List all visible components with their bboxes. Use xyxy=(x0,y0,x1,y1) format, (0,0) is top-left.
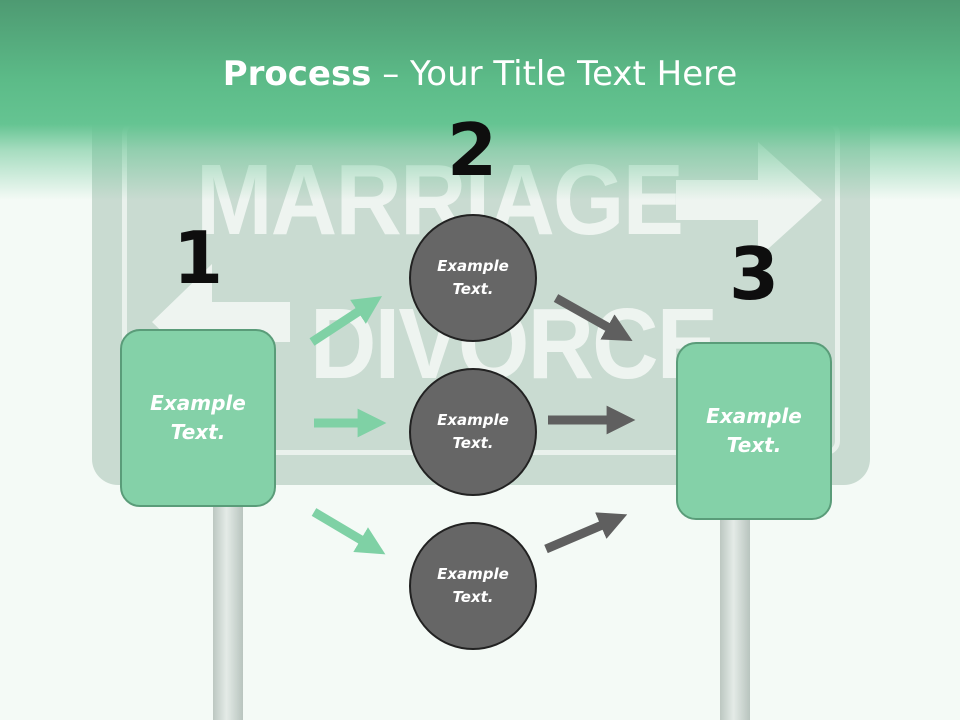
step-circle-top-label: Example Text. xyxy=(437,257,509,298)
step-box-left[interactable]: Example Text. xyxy=(120,329,276,507)
step-circle-bottom[interactable]: Example Text. xyxy=(409,522,537,650)
arrow-green-up xyxy=(309,296,383,346)
arrow-gray-up xyxy=(544,512,628,554)
step-box-left-label: Example Text. xyxy=(150,391,246,444)
sign-pole-left xyxy=(213,485,243,720)
slide-title[interactable]: Process – Your Title Text Here xyxy=(0,52,960,96)
step-box-right[interactable]: Example Text. xyxy=(676,342,832,520)
step-number-1: 1 xyxy=(172,216,224,300)
title-bold: Process xyxy=(222,54,372,94)
step-circle-bottom-label: Example Text. xyxy=(437,565,509,606)
arrow-green-down xyxy=(311,508,386,555)
step-number-3: 3 xyxy=(728,232,780,316)
sign-pole-right xyxy=(720,485,750,720)
header-band xyxy=(0,0,960,200)
arrow-gray-down xyxy=(553,294,633,342)
step-circle-top[interactable]: Example Text. xyxy=(409,214,537,342)
step-circle-middle[interactable]: Example Text. xyxy=(409,368,537,496)
step-circle-middle-label: Example Text. xyxy=(437,411,509,452)
step-box-right-label: Example Text. xyxy=(706,404,802,457)
step-number-2: 2 xyxy=(446,108,498,192)
title-rest: – Your Title Text Here xyxy=(371,54,738,94)
